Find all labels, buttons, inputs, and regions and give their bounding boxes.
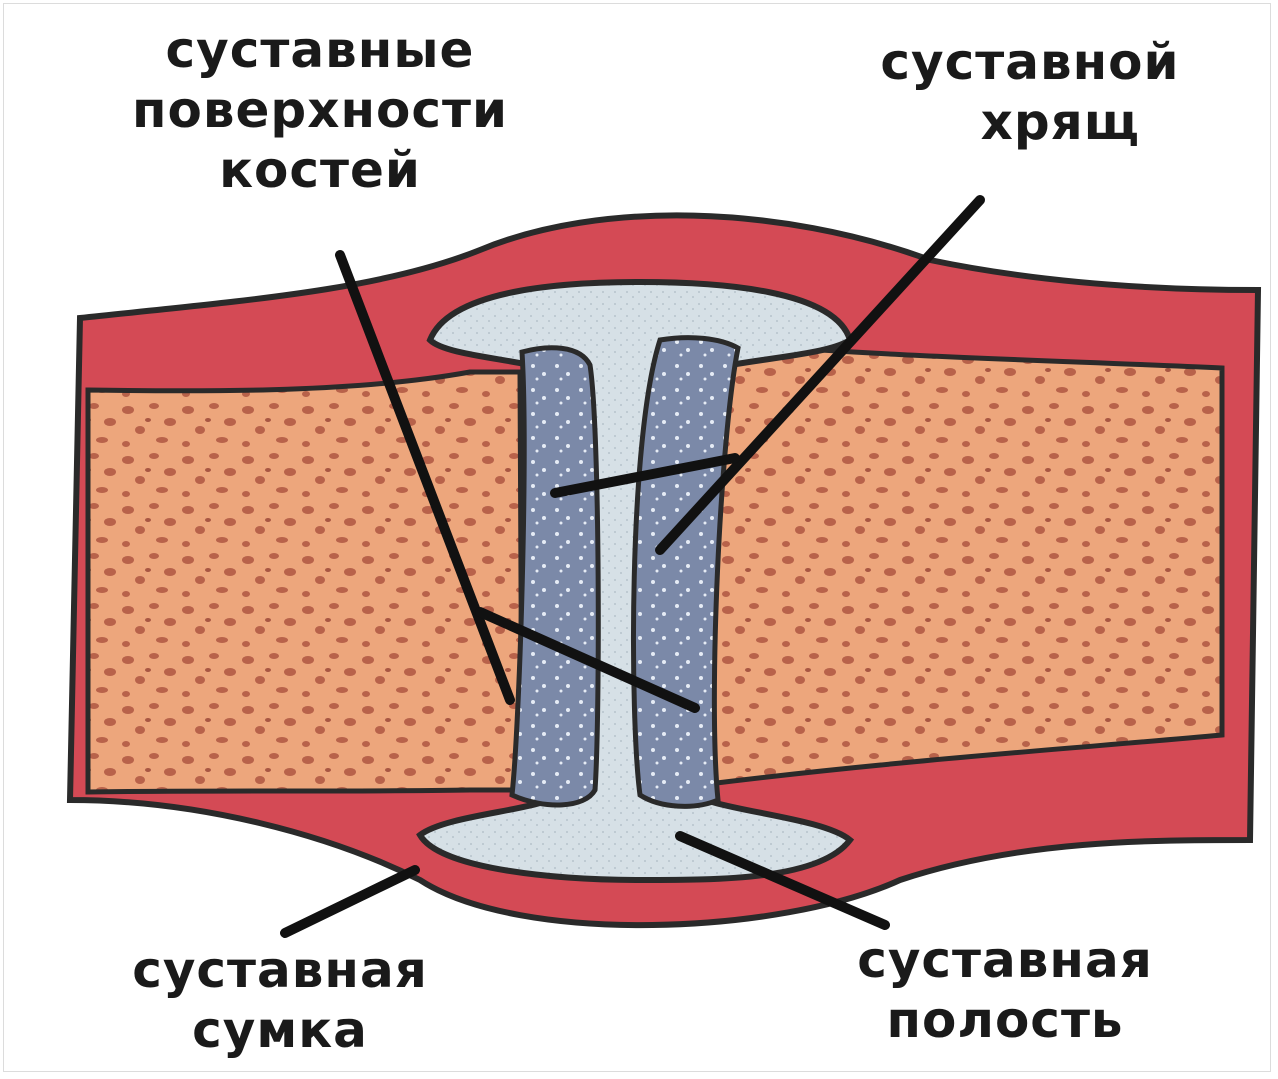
label-articular-surfaces-line-3: костей [70, 140, 570, 200]
left-bone [88, 372, 522, 792]
label-articular-surfaces-line-1: суставные [70, 20, 570, 80]
label-articular-cartilage-line-2: хрящ [820, 92, 1240, 152]
label-joint-capsule: суставная сумка [60, 940, 500, 1060]
label-articular-cartilage-line-1: суставной [820, 32, 1240, 92]
label-joint-cavity: суставная полость [790, 930, 1220, 1050]
label-articular-surfaces: суставные поверхности костей [70, 20, 570, 200]
label-joint-cavity-line-1: суставная [790, 930, 1220, 990]
label-articular-surfaces-line-2: поверхности [70, 80, 570, 140]
label-joint-capsule-line-1: суставная [60, 940, 500, 1000]
leader-capsule [285, 870, 415, 933]
label-joint-cavity-line-2: полость [790, 990, 1220, 1050]
label-articular-cartilage: суставной хрящ [820, 32, 1240, 152]
label-joint-capsule-line-2: сумка [60, 1000, 500, 1060]
right-bone [700, 340, 1222, 785]
left-cartilage [512, 348, 598, 805]
